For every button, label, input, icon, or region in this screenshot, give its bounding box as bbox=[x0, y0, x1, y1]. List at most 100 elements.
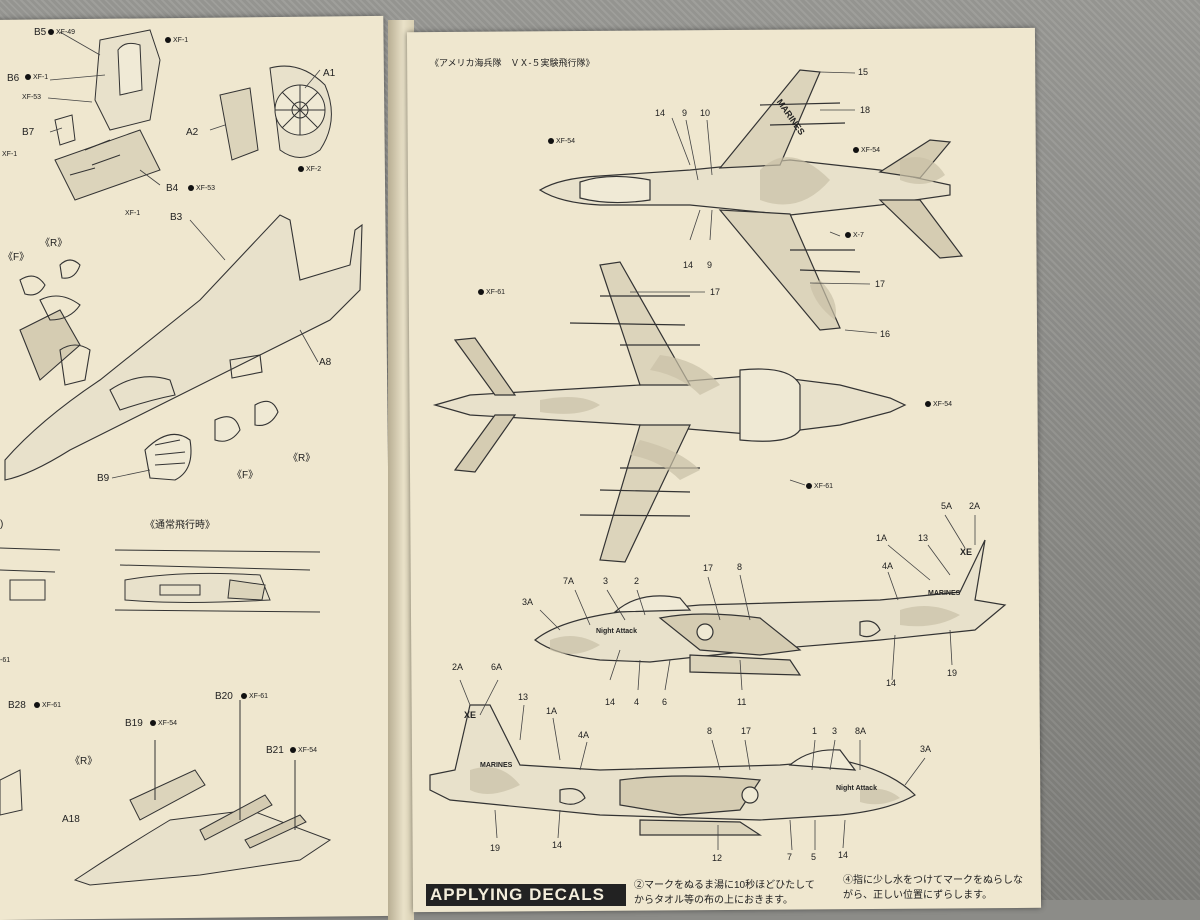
instruction-step-4: ④指に少し水をつけてマークをぬらしな bbox=[843, 875, 1023, 886]
paint-bullet-icon bbox=[806, 483, 812, 490]
paint-bullet-icon bbox=[165, 37, 171, 44]
flight-caption-left: ) bbox=[0, 519, 4, 530]
callout: 13 bbox=[518, 692, 529, 702]
callout: 16 bbox=[880, 329, 891, 339]
paint-bullet-icon bbox=[188, 185, 194, 192]
paint-bullet-icon bbox=[478, 289, 484, 296]
line-art bbox=[0, 29, 1007, 886]
paint-code: XF-54 bbox=[853, 147, 880, 154]
paint-code: XF-2 bbox=[298, 166, 321, 173]
instruction-step-2-cont: からタオル等の布の上におきます。 bbox=[634, 895, 793, 906]
paint-code: XF-54 bbox=[925, 401, 952, 408]
orientation-label: 《F》 bbox=[232, 470, 259, 481]
part-label: B28 bbox=[8, 700, 26, 711]
part-label: B5 bbox=[34, 27, 47, 38]
callout: 6A bbox=[491, 662, 503, 672]
tail-code: XE bbox=[464, 710, 477, 720]
callout: 10 bbox=[700, 108, 711, 118]
paint-code: XF-53 bbox=[188, 185, 215, 192]
flight-caption: 《通常飛行時》 bbox=[145, 520, 215, 531]
callout: 3 bbox=[603, 576, 609, 586]
callout: 17 bbox=[741, 726, 752, 736]
flight-view-assembly bbox=[0, 547, 321, 613]
callout: 6 bbox=[662, 697, 668, 707]
callout: 14 bbox=[886, 678, 897, 688]
callout: 1A bbox=[876, 533, 888, 543]
callout: 14 bbox=[683, 260, 694, 270]
part-label: B19 bbox=[125, 718, 143, 729]
part-label: B6 bbox=[7, 73, 20, 84]
part-label: B4 bbox=[166, 183, 179, 194]
part-label: A18 bbox=[62, 814, 80, 825]
callout: 4A bbox=[882, 561, 894, 571]
callout: 7A bbox=[563, 576, 575, 586]
paint-bullet-icon bbox=[298, 166, 304, 173]
callout: 8A bbox=[855, 726, 867, 736]
callout: 2A bbox=[452, 662, 464, 672]
callout: 11 bbox=[737, 697, 747, 707]
paint-code: XF-54 bbox=[548, 138, 575, 145]
part-label: B9 bbox=[97, 473, 110, 484]
orientation-label: 《R》 bbox=[288, 453, 316, 464]
paint-bullet-icon bbox=[34, 702, 40, 709]
paint-code: XF-54 bbox=[150, 720, 177, 727]
paint-bullet-icon bbox=[925, 401, 931, 408]
marines-marking: MARINES bbox=[928, 590, 961, 597]
marines-marking: MARINES bbox=[480, 762, 513, 769]
paint-bullet-icon bbox=[853, 147, 859, 154]
callout: 14 bbox=[605, 697, 616, 707]
paint-code: XF-1 bbox=[125, 210, 141, 217]
callout: 15 bbox=[858, 67, 869, 77]
callout: 3A bbox=[522, 597, 534, 607]
orientation-label: 《R》 bbox=[40, 238, 68, 249]
part-label: A2 bbox=[186, 127, 199, 138]
tail-code: XE bbox=[960, 547, 973, 557]
paint-code: XF-54 bbox=[290, 747, 317, 754]
paint-code: -61 bbox=[0, 657, 11, 664]
orientation-label: 《F》 bbox=[3, 252, 30, 263]
paint-bullet-icon bbox=[150, 720, 156, 727]
callout: 14 bbox=[838, 850, 849, 860]
callout: 18 bbox=[860, 105, 871, 115]
wing-assembly bbox=[0, 700, 332, 886]
callout: 8 bbox=[707, 726, 713, 736]
callout: 3A bbox=[920, 744, 932, 754]
part-label: A8 bbox=[319, 357, 332, 368]
paint-code: XF-61 bbox=[478, 289, 505, 296]
applying-decals-banner: APPLYING DECALS bbox=[426, 884, 626, 906]
callout: 4A bbox=[578, 730, 590, 740]
callout: 2 bbox=[634, 576, 640, 586]
paint-code: X-7 bbox=[845, 232, 864, 239]
paint-bullet-icon bbox=[845, 232, 851, 239]
callout: 3 bbox=[832, 726, 838, 736]
paint-code: XF-61 bbox=[34, 702, 61, 709]
side-view-aircraft-lower bbox=[429, 704, 916, 836]
part-label: A1 bbox=[323, 68, 336, 79]
fuselage-assembly bbox=[4, 214, 363, 481]
paint-bullet-icon bbox=[548, 138, 554, 145]
instruction-step-4-cont: がら、正しい位置にずらします。 bbox=[843, 890, 993, 901]
callout: 12 bbox=[712, 853, 723, 863]
paint-code: XF-1 bbox=[25, 74, 48, 81]
callout: 17 bbox=[703, 563, 714, 573]
page-header: 《アメリカ海兵隊 ＶＸ-５実験飛行隊》 bbox=[430, 58, 595, 68]
part-label: B7 bbox=[22, 127, 35, 138]
paint-bullet-icon bbox=[48, 29, 54, 36]
part-label: B21 bbox=[266, 745, 284, 756]
bottom-view-aircraft bbox=[432, 261, 907, 563]
callout: 14 bbox=[655, 108, 666, 118]
callout: 5A bbox=[941, 501, 953, 511]
callout: 2A bbox=[969, 501, 981, 511]
callout: 19 bbox=[490, 843, 501, 853]
paint-code: XF-61 bbox=[241, 693, 268, 700]
part-label: B20 bbox=[215, 691, 233, 702]
top-view-aircraft bbox=[538, 69, 964, 331]
callout: 17 bbox=[875, 279, 886, 289]
night-attack-marking: Night Attack bbox=[836, 785, 877, 792]
paint-bullet-icon bbox=[25, 74, 31, 81]
callout: 1A bbox=[546, 706, 558, 716]
callout: 9 bbox=[682, 108, 688, 118]
callout: 8 bbox=[737, 562, 743, 572]
paint-bullet-icon bbox=[290, 747, 296, 754]
callout: 1 bbox=[812, 726, 818, 736]
